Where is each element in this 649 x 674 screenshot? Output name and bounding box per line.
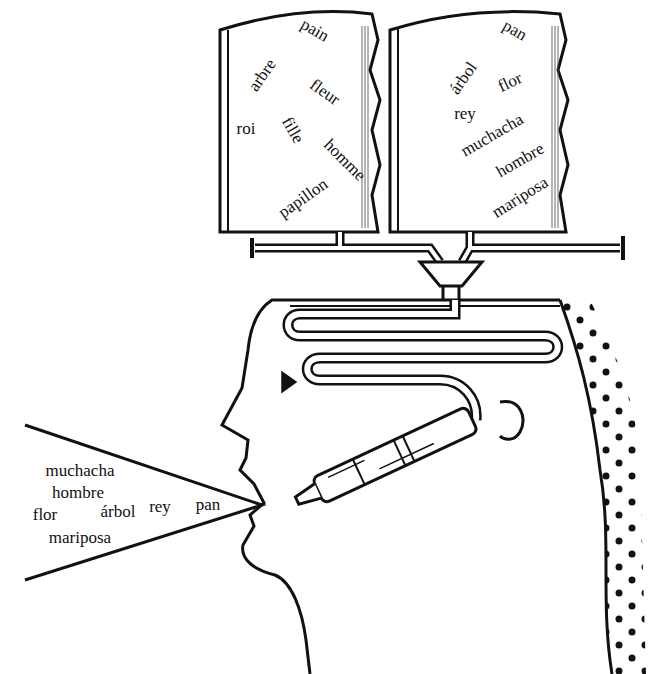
valve-handle bbox=[252, 236, 623, 260]
spanish-word: flor bbox=[495, 69, 524, 95]
dotted-nape bbox=[560, 300, 646, 674]
spoken-word: pan bbox=[196, 496, 221, 513]
spoken-word: árbol bbox=[101, 503, 136, 520]
page-line bbox=[555, 26, 556, 228]
skull-line bbox=[290, 305, 560, 307]
page-edges bbox=[362, 26, 558, 228]
french-word: papillon bbox=[275, 175, 330, 221]
spoken-word: flor bbox=[33, 506, 58, 523]
french-word: pain bbox=[298, 15, 332, 44]
head-back bbox=[560, 300, 612, 674]
brain-tube-outline bbox=[288, 300, 558, 420]
page-line bbox=[368, 26, 369, 228]
book-spine bbox=[227, 30, 229, 232]
page-line bbox=[365, 26, 366, 228]
eye bbox=[282, 372, 296, 392]
brain-tube bbox=[288, 300, 558, 420]
french-dictionary bbox=[220, 12, 380, 232]
pipe-outline bbox=[255, 232, 620, 262]
ear bbox=[500, 401, 523, 439]
spanish-word: árbol bbox=[446, 59, 480, 97]
page-line bbox=[558, 26, 559, 228]
spanish-dictionary bbox=[390, 12, 568, 232]
funnel-neck bbox=[443, 286, 459, 300]
spoken-word: rey bbox=[149, 498, 171, 515]
french-word: arbre bbox=[245, 56, 279, 94]
spoken-word: muchacha bbox=[46, 462, 115, 479]
pipe bbox=[255, 232, 620, 262]
spanish-word: pan bbox=[500, 17, 530, 44]
speech-cone-outline bbox=[25, 425, 262, 580]
spanish-word: mariposa bbox=[489, 173, 551, 220]
funnel bbox=[420, 262, 482, 286]
dictionary-page: pain arbre fleur roi fille hommepapillon bbox=[226, 14, 376, 230]
page-line bbox=[362, 26, 363, 228]
french-word: homme bbox=[321, 136, 369, 184]
spoken-word: hombre bbox=[52, 484, 104, 501]
spanish-word: rey bbox=[454, 105, 476, 122]
french-word: fille bbox=[279, 114, 307, 146]
head-profile bbox=[222, 300, 560, 674]
french-word: roi bbox=[237, 120, 256, 137]
speech-cone: muchacha hombre flor árbol rey pan mariposa bbox=[20, 420, 266, 586]
speech-cartridge bbox=[291, 406, 478, 513]
french-word: fleur bbox=[307, 76, 343, 108]
dictionary-page: panárbolflorreymuchachahombremariposa bbox=[396, 14, 562, 230]
book-spine bbox=[397, 28, 399, 232]
page-line bbox=[552, 26, 553, 228]
spoken-word: mariposa bbox=[49, 529, 111, 546]
